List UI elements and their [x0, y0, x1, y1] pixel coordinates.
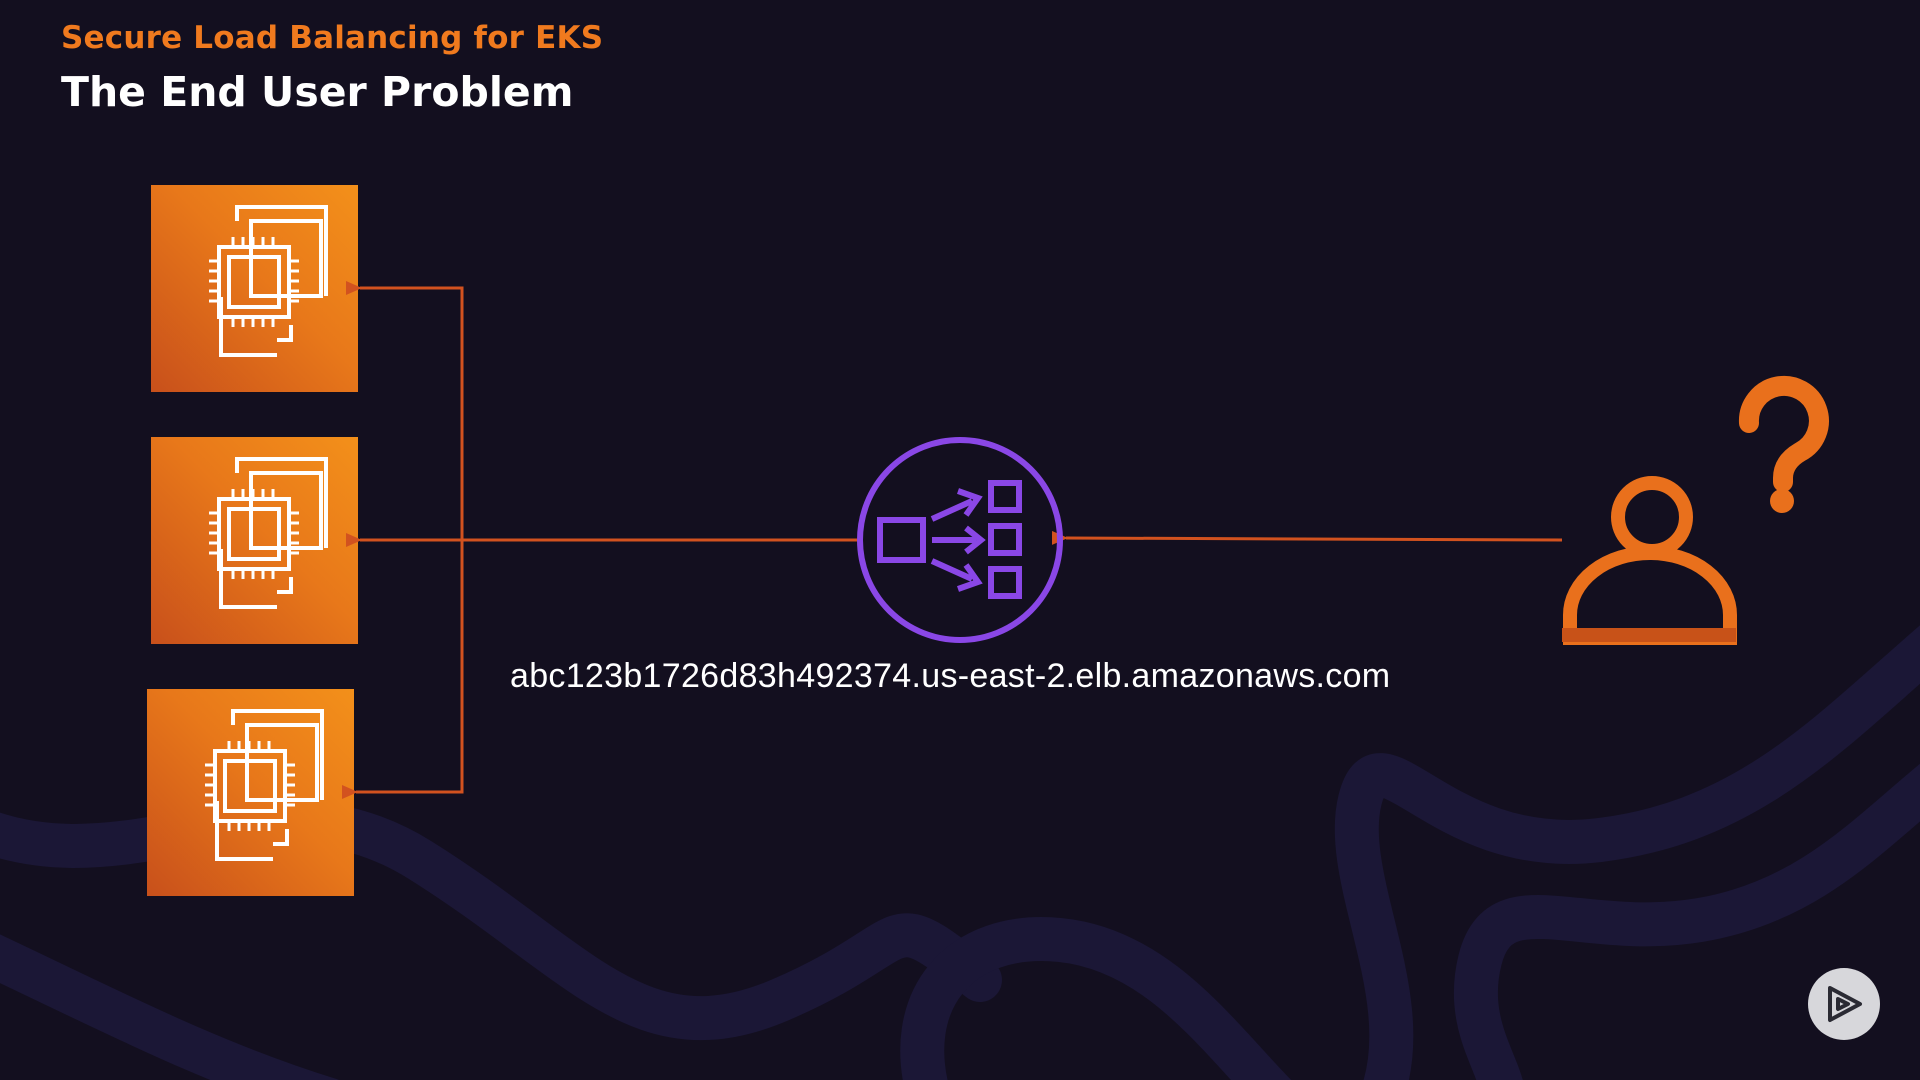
connector-user-to-elb: [1051, 530, 1563, 545]
ec2-instance-icon: [209, 205, 328, 357]
player-button[interactable]: [1808, 968, 1880, 1040]
course-subtitle: Secure Load Balancing for EKS: [61, 20, 604, 56]
elastic-load-balancer-icon: [857, 437, 1063, 643]
connector-to-instance-3: [342, 540, 464, 799]
ec2-instance-3: [147, 689, 354, 896]
connector-to-instance-1: [346, 281, 464, 540]
ec2-instance-1: [151, 185, 358, 392]
user-base: [1562, 628, 1736, 642]
ec2-instance-2: [151, 437, 358, 644]
slide-header: Secure Load Balancing for EKS The End Us…: [61, 20, 603, 116]
slide-title: The End User Problem: [61, 68, 574, 116]
elb-dns-name: abc123b1726d83h492374.us-east-2.elb.amaz…: [510, 657, 1391, 695]
ec2-instance-icon: [209, 457, 328, 609]
question-mark-icon: [1738, 375, 1829, 513]
user-icon: [1563, 476, 1737, 645]
ec2-instance-icon: [205, 709, 324, 861]
play-icon: [1828, 986, 1862, 1022]
